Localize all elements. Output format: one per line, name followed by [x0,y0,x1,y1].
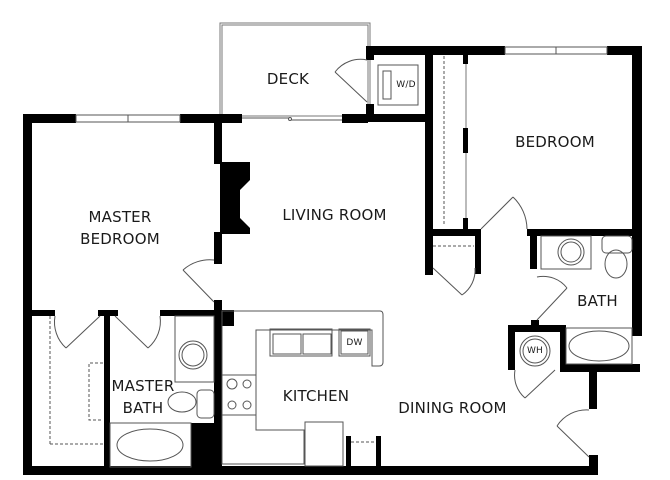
closet-rods [49,56,474,445]
fixtures [109,64,633,468]
walls [23,46,642,475]
room-label-master-bath-line2: BATH [122,399,164,417]
windows [75,46,608,123]
sliding-door [242,117,342,121]
room-label-bath: BATH [577,292,618,310]
fixture-label-washer-dryer: W/D [396,80,416,90]
doors [54,58,590,458]
room-label-master-bedroom-line1: MASTER [88,208,152,226]
room-label-deck: DECK [266,70,310,88]
fixture-label-dishwasher: DW [346,338,363,348]
room-label-bedroom: BEDROOM [515,133,595,151]
room-label-living-room: LIVING ROOM [282,206,387,224]
deck-outline [219,22,371,117]
room-label-master-bath-line1: MASTER [111,377,175,395]
fixture-label-water-heater: WH [526,346,544,356]
room-label-dining-room: DINING ROOM [398,399,507,417]
room-label-kitchen: KITCHEN [282,387,350,405]
room-label-master-bedroom-line2: BEDROOM [80,230,160,248]
